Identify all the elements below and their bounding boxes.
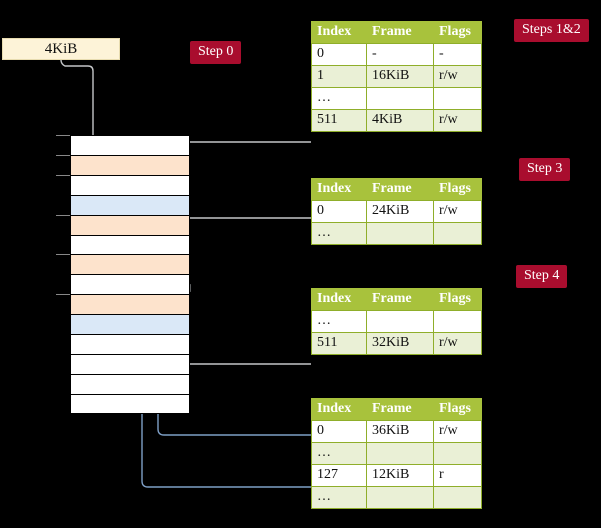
memory-frame-row [70, 135, 190, 155]
cell-flags: r/w [433, 420, 482, 443]
cell-flags [433, 442, 482, 465]
column-header-frame: Frame [366, 21, 434, 44]
cell-frame [366, 442, 434, 465]
memory-frame-row [70, 334, 190, 354]
cell-frame [366, 87, 434, 110]
memory-frame-row [70, 294, 190, 315]
badge-step-0: Step 0 [190, 41, 242, 64]
memory-frame-row [70, 214, 190, 235]
column-header-index: Index [311, 178, 367, 201]
cell-index: … [311, 442, 367, 465]
cell-flags: - [433, 43, 482, 66]
cell-index: 511 [311, 332, 367, 355]
page-table-level-4: Index Frame Flags 0 36KiB r/w … 127 12Ki… [311, 398, 482, 509]
column-header-index: Index [311, 288, 367, 311]
cell-flags [433, 310, 482, 333]
memory-frame-row [70, 393, 190, 414]
memory-frame-row [70, 353, 190, 374]
memory-scale-tick [56, 214, 70, 216]
cell-frame: 24KiB [366, 200, 434, 223]
table-body: 0 - - 1 16KiB r/w … 511 4KiB r/w [311, 43, 482, 132]
cell-frame: 12KiB [366, 464, 434, 487]
cell-flags: r/w [433, 200, 482, 223]
table-row-highlighted: 511 4KiB r/w [311, 109, 482, 132]
column-header-index: Index [311, 398, 367, 421]
memory-scale-tick [56, 174, 70, 176]
cell-flags [433, 486, 482, 509]
memory-frame-row [70, 274, 190, 295]
table-row: … [311, 222, 482, 245]
cell-frame: 4KiB [366, 109, 434, 132]
table-row: 127 12KiB r [311, 464, 482, 487]
table-row: 0 36KiB r/w [311, 420, 482, 443]
cell-index: … [311, 310, 367, 333]
badge-step-4: Step 4 [516, 265, 568, 288]
cell-flags [433, 87, 482, 110]
table-row: 0 - - [311, 43, 482, 66]
column-header-flags: Flags [433, 178, 482, 201]
cell-frame: 16KiB [366, 65, 434, 88]
column-header-index: Index [311, 21, 367, 44]
memory-frame-row [70, 234, 190, 255]
cell-index: 0 [311, 43, 367, 66]
column-header-frame: Frame [366, 398, 434, 421]
badge-step-3: Step 3 [519, 158, 571, 181]
page-table-level-2: Index Frame Flags 0 24KiB r/w … [311, 178, 482, 245]
memory-frame-row [70, 154, 190, 175]
page-table-level-1: Index Frame Flags 0 - - 1 16KiB r/w … [311, 21, 482, 132]
cell-index: … [311, 87, 367, 110]
table-body: 0 36KiB r/w … 127 12KiB r … [311, 420, 482, 509]
badge-steps-1-2: Steps 1&2 [514, 19, 589, 42]
memory-scale-tick [56, 154, 70, 156]
cell-frame: 36KiB [366, 420, 434, 443]
table-header-row: Index Frame Flags [311, 21, 482, 44]
cell-index: 127 [311, 464, 367, 487]
memory-frame-row [70, 174, 190, 195]
table-row: … [311, 310, 482, 333]
table-row: … [311, 87, 482, 110]
cell-flags: r [433, 464, 482, 487]
table-header-row: Index Frame Flags [311, 398, 482, 421]
column-header-frame: Frame [366, 288, 434, 311]
cell-frame: - [366, 43, 434, 66]
cell-flags: r/w [433, 332, 482, 355]
cell-index: 0 [311, 200, 367, 223]
column-header-frame: Frame [366, 178, 434, 201]
table-header-row: Index Frame Flags [311, 288, 482, 311]
memory-frame-row [70, 194, 190, 215]
cell-index: 511 [311, 109, 367, 132]
table-body: … 511 32KiB r/w [311, 310, 482, 355]
physical-memory-column [70, 135, 190, 414]
cell-flags: r/w [433, 109, 482, 132]
memory-frame-row [70, 314, 190, 335]
column-header-flags: Flags [433, 398, 482, 421]
source-frame-box: 4KiB [2, 38, 120, 60]
cell-index: … [311, 222, 367, 245]
cell-frame [366, 310, 434, 333]
cell-index: … [311, 486, 367, 509]
table-header-row: Index Frame Flags [311, 178, 482, 201]
column-header-flags: Flags [433, 21, 482, 44]
cell-flags [433, 222, 482, 245]
cell-flags: r/w [433, 65, 482, 88]
column-header-flags: Flags [433, 288, 482, 311]
memory-frame-row [70, 373, 190, 394]
cell-frame [366, 486, 434, 509]
cell-index: 0 [311, 420, 367, 443]
page-table-level-3: Index Frame Flags … 511 32KiB r/w [311, 288, 482, 355]
table-row: 1 16KiB r/w [311, 65, 482, 88]
table-body: 0 24KiB r/w … [311, 200, 482, 245]
table-row: 0 24KiB r/w [311, 200, 482, 223]
table-row: 511 32KiB r/w [311, 332, 482, 355]
memory-frame-row [70, 254, 190, 275]
memory-scale-tick [56, 294, 70, 296]
cell-frame [366, 222, 434, 245]
memory-scale-tick [56, 254, 70, 256]
cell-index: 1 [311, 65, 367, 88]
table-row: … [311, 486, 482, 509]
table-row: … [311, 442, 482, 465]
cell-frame: 32KiB [366, 332, 434, 355]
memory-scale-tick [56, 135, 70, 136]
